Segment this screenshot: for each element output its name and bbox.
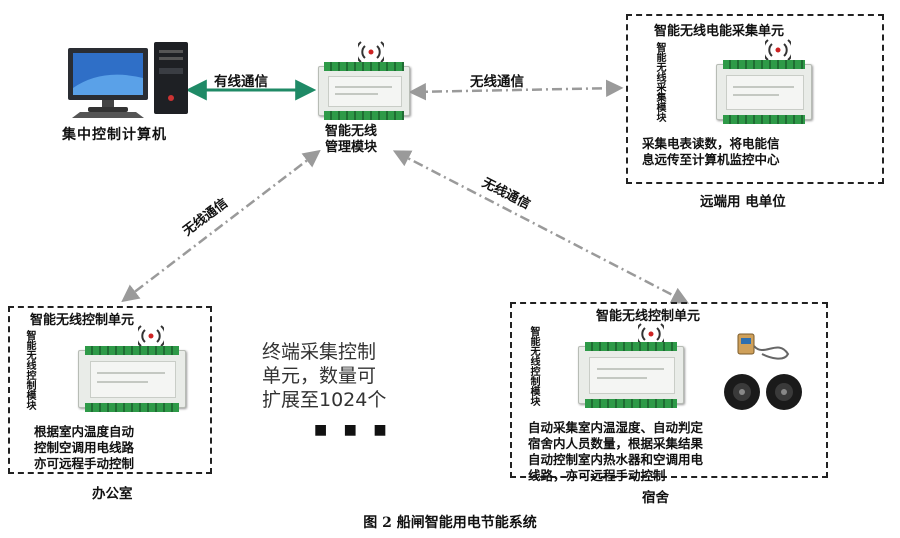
- remote-unit-desc-line2: 息远传至计算机监控中心: [642, 152, 780, 167]
- office-unit-vertical-label: 智能无线控制模块: [24, 330, 35, 410]
- wireless-link-remote: [408, 79, 624, 101]
- terminal-note-line2: 单元，数量可: [262, 365, 377, 387]
- office-unit-title: 智能无线控制单元: [30, 313, 135, 328]
- figure-caption: 图 2 船闸智能用电节能系统: [363, 515, 537, 531]
- dorm-unit-box: [510, 302, 828, 478]
- wireless-link-label-remote: 无线通信: [470, 74, 524, 90]
- remote-unit-title: 智能无线电能采集单元: [654, 24, 785, 39]
- terminal-note-line3: 扩展至1024个: [262, 389, 387, 411]
- antenna-icon: [765, 39, 791, 60]
- office-unit-caption: 办公室: [92, 486, 133, 502]
- office-unit-device: [78, 346, 186, 412]
- remote-unit-vertical-label: 智能无线采集模块: [654, 42, 665, 122]
- antenna-icon: [138, 325, 164, 346]
- office-unit-desc-line2: 控制空调用电线路: [34, 440, 135, 455]
- dorm-unit-desc-line2: 宿舍内人员数量，根据采集结果: [528, 436, 704, 451]
- remote-unit-box: [626, 14, 884, 184]
- wireless-link-office: [121, 149, 321, 303]
- office-unit-desc-line1: 根据室内温度自动: [34, 424, 135, 439]
- terminal-note-ellipsis: ■ ■ ■: [314, 422, 393, 438]
- dorm-unit-desc-line4: 线路，亦可远程手动控制: [528, 468, 666, 483]
- computer-label: 集中控制计算机: [62, 127, 167, 143]
- manager-label-line1: 智能无线: [325, 124, 378, 139]
- manager-label-line2: 管理模块: [325, 140, 378, 155]
- speaker-icon: [724, 374, 802, 410]
- sensor-icon: [737, 333, 790, 360]
- terminal-note-line1: 终端采集控制: [262, 341, 377, 363]
- terminal-note: 终端采集控制 单元，数量可 扩展至1024个 ■ ■ ■: [262, 340, 393, 442]
- dorm-unit-vertical-label: 智能无线控制模块: [528, 326, 539, 406]
- dorm-unit-desc-line1: 自动采集室内温湿度、自动判定: [528, 420, 704, 435]
- dorm-unit-device: [578, 342, 684, 408]
- dorm-unit-desc-line3: 自动控制室内热水器和空调用电: [528, 452, 704, 467]
- dorm-unit-caption: 宿舍: [642, 490, 669, 506]
- office-unit-desc-line3: 亦可远程手动控制: [34, 456, 135, 471]
- remote-unit-caption: 远端用 电单位: [700, 194, 786, 210]
- computer-icon: [68, 42, 188, 118]
- manager-module-device: [318, 62, 410, 120]
- dorm-unit-title: 智能无线控制单元: [596, 309, 701, 324]
- office-unit-box: [8, 306, 212, 474]
- wireless-link-dorm: [392, 150, 690, 304]
- antenna-icon: [638, 323, 664, 344]
- antenna-icon: [358, 41, 384, 62]
- wired-link-label: 有线通信: [214, 74, 268, 90]
- remote-unit-desc-line1: 采集电表读数，将电能信: [642, 136, 780, 151]
- remote-unit-device: [716, 60, 812, 124]
